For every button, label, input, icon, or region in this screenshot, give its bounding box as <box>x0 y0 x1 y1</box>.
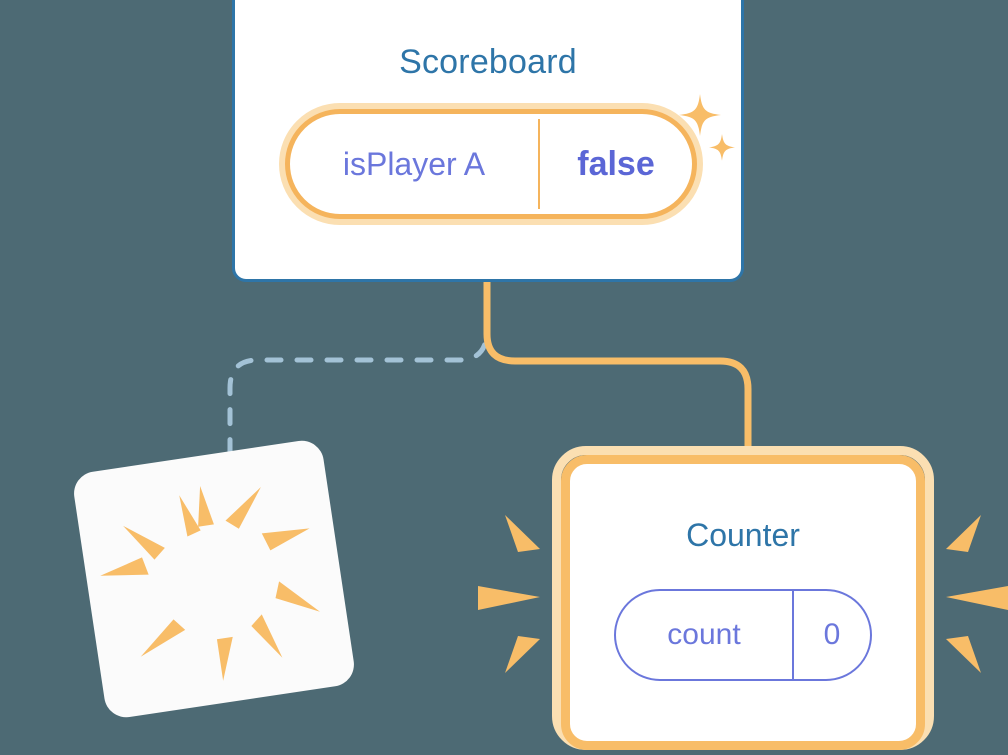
counter-title: Counter <box>686 517 800 553</box>
pill-body[interactable]: isPlayer A false <box>285 109 697 219</box>
scoreboard-card[interactable]: Scoreboard isPlayer A false <box>232 0 744 282</box>
connector-scoreboard-to-counter <box>483 276 752 470</box>
scoreboard-state-pill[interactable]: isPlayer A false <box>279 103 703 225</box>
pill-key-label: isPlayer A <box>342 145 486 182</box>
burst-card[interactable] <box>71 437 357 721</box>
pill-value-label: false <box>577 144 655 183</box>
pill-divider <box>538 119 540 209</box>
connector-scoreboard-to-burst-card <box>227 282 490 469</box>
pill-highlight-glow <box>279 103 703 225</box>
counter-card[interactable]: Counter count 0 <box>561 455 925 750</box>
pill-value-label: 0 <box>823 618 841 651</box>
counter-state-pill[interactable]: count 0 <box>614 589 872 681</box>
scoreboard-title: Scoreboard <box>399 43 577 81</box>
pill-divider <box>792 591 794 679</box>
pill-key-label: count <box>667 618 741 651</box>
